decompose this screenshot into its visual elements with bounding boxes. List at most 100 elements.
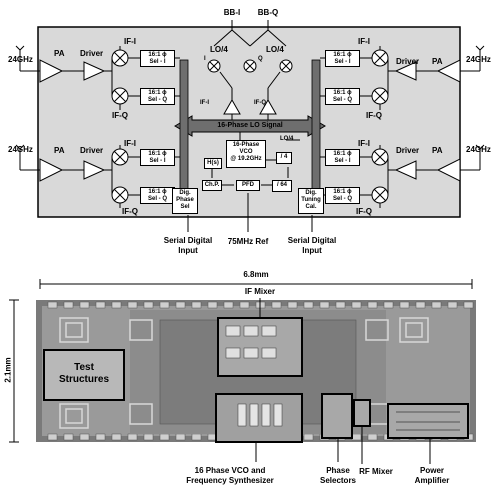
ref-label: 75MHz Ref xyxy=(227,237,269,246)
bond-pad xyxy=(79,433,90,441)
bond-pad xyxy=(111,301,122,309)
mixer-bb-3 xyxy=(279,59,293,73)
mixer-left-3 xyxy=(111,148,129,166)
bond-pad xyxy=(95,433,106,441)
div64-block: / 64 xyxy=(272,180,292,192)
rf-freq-right-bottom: 24GHz xyxy=(466,145,491,154)
if-i-label-right-top: IF-I xyxy=(358,37,370,46)
bond-pad xyxy=(127,433,138,441)
rf-freq-right-top: 24GHz xyxy=(466,55,491,64)
chp-block: Ch.P. xyxy=(202,180,222,191)
bb-i-label: BB-I xyxy=(223,8,241,17)
lo-bus-arrow xyxy=(174,115,326,137)
mixer-right-3 xyxy=(371,148,389,166)
chip-photo-graphics xyxy=(9,279,476,464)
bond-pad xyxy=(351,301,362,309)
bond-pad xyxy=(447,301,458,309)
mixer-i-label-1: I xyxy=(204,56,206,62)
bond-pad xyxy=(223,301,234,309)
div4-block: / 4 xyxy=(276,152,292,164)
mixer-q-label-1: Q xyxy=(258,56,263,62)
mixer-right-2 xyxy=(371,87,389,105)
bond-pad xyxy=(47,301,58,309)
if-i-label-bb: IF-I xyxy=(200,100,209,106)
block-diagram-wires xyxy=(15,20,485,232)
if-i-label-left-top: IF-I xyxy=(124,37,136,46)
bond-pad xyxy=(95,301,106,309)
antenna-right-top xyxy=(475,45,485,58)
hs-block: H(s) xyxy=(204,158,222,169)
pa-label-left-top: PA xyxy=(54,49,65,58)
vco-synth-box xyxy=(215,393,303,443)
bond-pad xyxy=(143,301,154,309)
pa-label-right-bottom: PA xyxy=(432,146,443,155)
mixer-right-4 xyxy=(371,186,389,204)
test-structures-box xyxy=(43,349,125,401)
lo-bus-left xyxy=(179,59,189,201)
bond-pad xyxy=(463,301,474,309)
bond-pad xyxy=(175,301,186,309)
rf-freq-left-bottom: 24GHz xyxy=(8,145,33,154)
antenna-right-bottom xyxy=(475,144,485,157)
bond-pad xyxy=(415,301,426,309)
bond-pad xyxy=(191,301,202,309)
lo-bus-label: 16-Phase LO Signal xyxy=(217,122,283,129)
bond-pad xyxy=(63,301,74,309)
if-q-label-bb: IF-Q xyxy=(254,100,266,106)
lo-div4-right-label: LO/4 xyxy=(266,45,284,54)
power-amplifier-box xyxy=(387,403,469,439)
rf-mixer-label: RF Mixer xyxy=(359,467,393,476)
driver-label-right-top: Driver xyxy=(396,57,420,66)
antenna-left-bottom xyxy=(15,144,25,157)
bond-pad xyxy=(47,433,58,441)
mixer-left-1 xyxy=(111,49,129,67)
if-q-label-left-bottom: IF-Q xyxy=(122,207,138,216)
bond-pad xyxy=(63,433,74,441)
bond-pad xyxy=(367,433,378,441)
bond-pad xyxy=(239,301,250,309)
driver-label-left-bottom: Driver xyxy=(80,146,104,155)
pa-label-right-top: PA xyxy=(432,57,443,66)
bond-pad xyxy=(303,301,314,309)
bond-pad xyxy=(351,433,362,441)
mixer-bb-1 xyxy=(207,59,221,73)
lo-bus-right xyxy=(311,59,321,201)
lo4-small-label: LO/4 xyxy=(280,136,294,142)
bond-pad xyxy=(271,301,282,309)
if-i-label-left-bottom: IF-I xyxy=(124,139,136,148)
bond-pad xyxy=(399,301,410,309)
chip-height-label: 2.1mm xyxy=(3,357,13,383)
pa-label-left-bottom: PA xyxy=(54,146,65,155)
lo-div4-left-label: LO/4 xyxy=(210,45,228,54)
bond-pad xyxy=(111,433,122,441)
bond-pad xyxy=(191,433,202,441)
if-q-label-right-top: IF-Q xyxy=(366,111,382,120)
bond-pad xyxy=(143,433,154,441)
pfd-block: PFD xyxy=(236,180,260,191)
bond-pad xyxy=(79,301,90,309)
bb-q-label: BB-Q xyxy=(257,8,279,17)
bond-pad xyxy=(383,301,394,309)
mixer-left-4 xyxy=(111,186,129,204)
mixer-right-1 xyxy=(371,49,389,67)
antenna-left-top xyxy=(15,45,25,58)
phase-selectors-box xyxy=(321,393,353,439)
mixer-bb-2 xyxy=(243,59,257,73)
bond-pad xyxy=(303,433,314,441)
bond-pad xyxy=(175,433,186,441)
block-diagram: BB-I BB-Q LO/4 LO/4 I Q 24GHz 24GHz 24GH… xyxy=(8,8,491,256)
